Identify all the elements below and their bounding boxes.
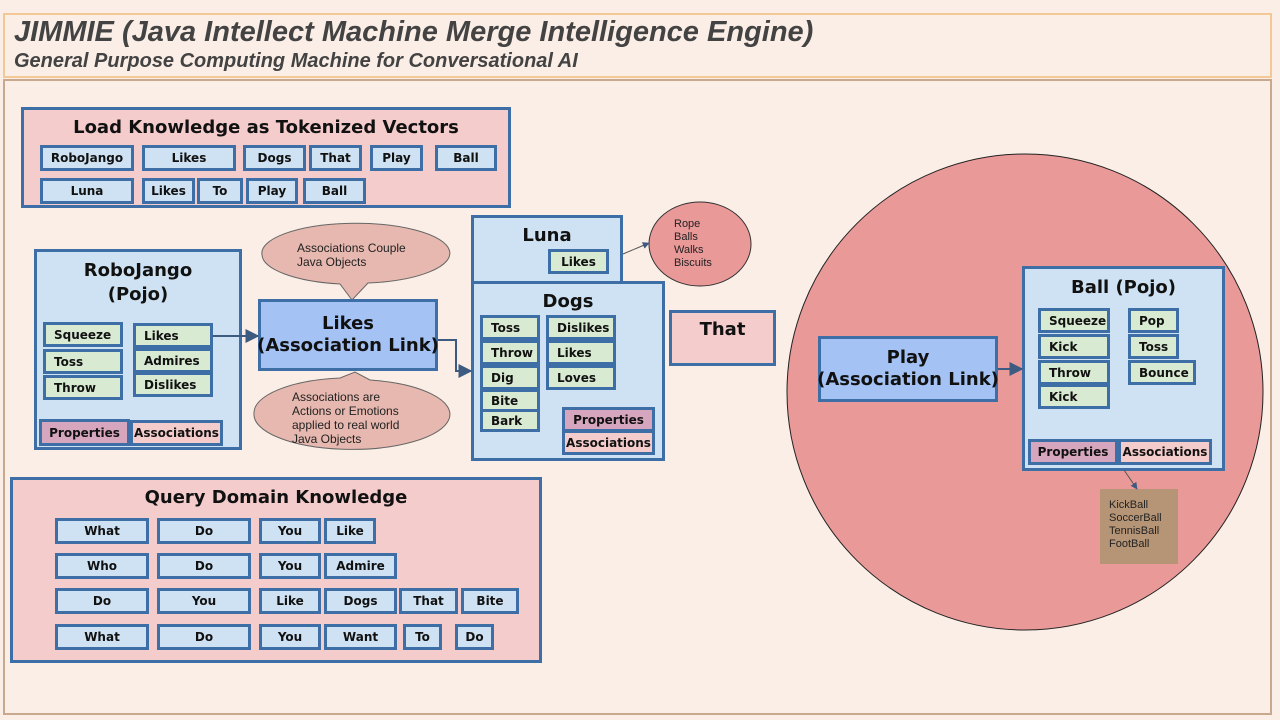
query-r4-to[interactable]: To [403,624,442,650]
query-r2-you[interactable]: You [259,553,321,579]
robojango-title: RoboJango [83,260,193,281]
token-to[interactable]: To [197,178,243,204]
ball-action-kick-2[interactable]: Kick [1038,384,1110,409]
bubble-bottom-line1: Associations are [292,390,381,404]
query-r3-you[interactable]: You [157,588,251,614]
query-r2-do[interactable]: Do [157,553,251,579]
token-robojango[interactable]: RoboJango [40,145,134,171]
header-bar [3,13,1272,78]
bubble-top-line2: Java Objects [297,255,367,269]
dogs-emotion-dislikes[interactable]: Dislikes [546,315,616,340]
token-play[interactable]: Play [370,145,423,171]
ball-title: Ball (Pojo) [1070,277,1177,298]
ball-action-throw[interactable]: Throw [1038,360,1110,385]
play-link-line2: (Association Link) [817,369,999,390]
query-r4-you[interactable]: You [259,624,321,650]
dogs-title: Dogs [542,291,594,312]
dogs-action-bark[interactable]: Bark [480,409,540,432]
dogs-emotion-likes[interactable]: Likes [546,340,616,365]
robojango-emotion-admires[interactable]: Admires [133,348,213,373]
query-r4-do[interactable]: Do [157,624,251,650]
query-title: Query Domain Knowledge [144,487,408,508]
query-r3-that[interactable]: That [399,588,458,614]
query-r4-want[interactable]: Want [324,624,397,650]
likes-link-line2: (Association Link) [257,335,439,356]
query-r1-what[interactable]: What [55,518,149,544]
robojango-emotion-dislikes[interactable]: Dislikes [133,372,213,397]
ball-properties[interactable]: Properties [1028,439,1118,465]
robojango-associations[interactable]: Associations [130,420,223,446]
bubble-top-line1: Associations Couple [297,241,406,255]
query-r2-who[interactable]: Who [55,553,149,579]
luna-title: Luna [522,225,572,246]
token-dogs[interactable]: Dogs [243,145,306,171]
query-r3-like[interactable]: Like [259,588,321,614]
likes-link-line1: Likes [321,312,375,334]
ball-note-soccerball: SoccerBall [1109,512,1162,524]
play-association-link[interactable]: Play (Association Link) [817,336,999,402]
that-label: That [699,319,746,340]
that-box[interactable]: That [669,310,776,366]
ball-action-squeeze[interactable]: Squeeze [1038,308,1110,333]
robojango-subtitle: (Pojo) [107,284,169,305]
dogs-properties[interactable]: Properties [562,407,655,432]
ball-action-bounce[interactable]: Bounce [1128,360,1196,385]
ball-action-pop[interactable]: Pop [1128,308,1179,333]
token-ball[interactable]: Ball [435,145,497,171]
ball-note-tennisball: TennisBall [1109,525,1160,537]
query-r1-you[interactable]: You [259,518,321,544]
luna-bubble-walks: Walks [674,244,704,256]
ball-note-kickball: KickBall [1109,499,1149,511]
token-play-2[interactable]: Play [246,178,298,204]
page-subtitle: General Purpose Computing Machine for Co… [14,50,578,72]
query-r4-what[interactable]: What [55,624,149,650]
robojango-properties[interactable]: Properties [39,419,130,446]
token-ball-2[interactable]: Ball [303,178,366,204]
page-title: JIMMIE (Java Intellect Machine Merge Int… [14,16,814,48]
query-r3-dogs[interactable]: Dogs [324,588,397,614]
dogs-action-toss[interactable]: Toss [480,315,540,340]
dogs-emotion-loves[interactable]: Loves [546,365,616,390]
play-link-line1: Play [886,346,930,368]
likes-association-link[interactable]: Likes (Association Link) [257,299,439,371]
luna-bubble-biscuits: Biscuits [674,257,712,269]
load-knowledge-title: Load Knowledge as Tokenized Vectors [73,117,459,138]
bubble-bottom-line3: applied to real world [292,418,400,432]
canvas-frame [3,79,1272,715]
ball-associations[interactable]: Associations [1118,439,1212,465]
bubble-bottom-line4: Java Objects [292,432,362,446]
ball-action-toss[interactable]: Toss [1128,334,1179,359]
robojango-emotion-likes[interactable]: Likes [133,323,213,348]
dogs-action-dig[interactable]: Dig [480,365,540,390]
ball-note-card [1100,489,1178,564]
query-r1-like[interactable]: Like [324,518,376,544]
robojango-action-toss[interactable]: Toss [43,349,123,374]
token-likes[interactable]: Likes [142,145,236,171]
token-likes-2[interactable]: Likes [142,178,195,204]
robojango-action-throw[interactable]: Throw [43,375,123,400]
luna-bubble-balls: Balls [674,231,698,243]
query-r1-do[interactable]: Do [157,518,251,544]
query-r4-do-2[interactable]: Do [455,624,494,650]
robojango-action-squeeze[interactable]: Squeeze [43,322,123,347]
bubble-bottom-line2: Actions or Emotions [292,404,399,418]
token-that[interactable]: That [309,145,362,171]
luna-emotion-likes[interactable]: Likes [548,249,609,274]
query-r3-do[interactable]: Do [55,588,149,614]
luna-bubble-rope: Rope [674,218,701,230]
dogs-action-throw[interactable]: Throw [480,340,540,365]
query-r2-admire[interactable]: Admire [324,553,397,579]
token-luna[interactable]: Luna [40,178,134,204]
ball-action-kick[interactable]: Kick [1038,334,1110,359]
ball-note-football: FootBall [1109,538,1150,550]
query-r3-bite[interactable]: Bite [461,588,519,614]
dogs-associations[interactable]: Associations [562,430,655,455]
